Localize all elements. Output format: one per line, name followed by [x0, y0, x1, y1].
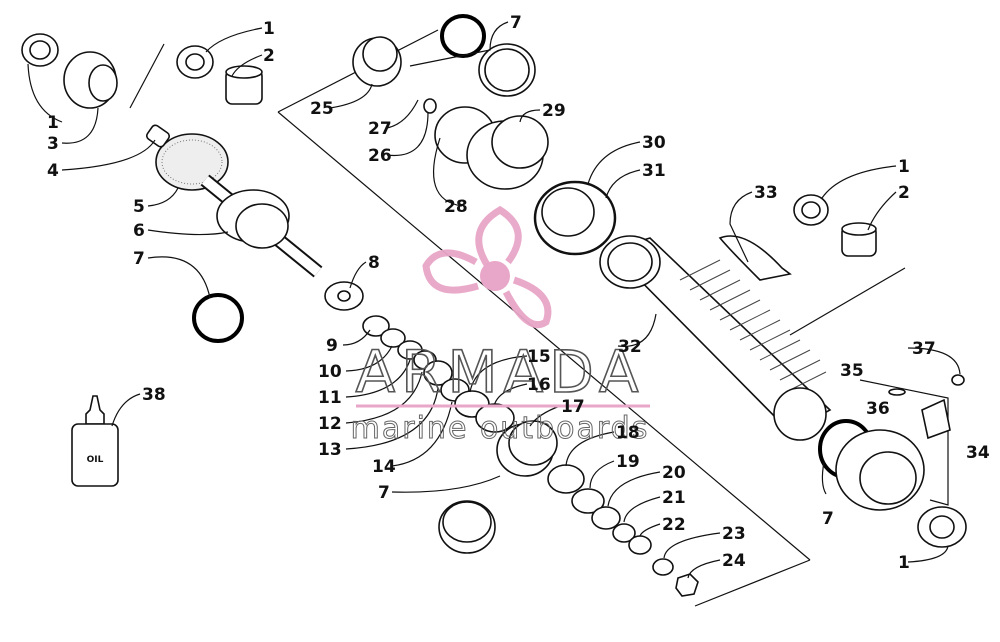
- watermark-title: ARMADA: [355, 338, 644, 406]
- callout-24: 24: [722, 551, 746, 571]
- callout-7a: 7: [133, 249, 145, 269]
- callout-37: 37: [912, 339, 936, 359]
- callout-7d: 7: [822, 509, 834, 529]
- callout-4: 4: [47, 161, 59, 181]
- callout-1b: 1: [47, 113, 59, 133]
- oil-bottle: OIL: [71, 395, 119, 487]
- callout-6: 6: [133, 221, 145, 241]
- watermark-subtitle: marine outboards: [351, 411, 650, 446]
- callout-9: 9: [326, 336, 338, 356]
- upper-eye-parts: [21, 33, 263, 109]
- lower-clevis: [818, 374, 967, 548]
- callout-2a: 2: [263, 46, 275, 66]
- callout-22: 22: [662, 515, 686, 535]
- callout-1a: 1: [263, 19, 275, 39]
- valve-stack: [324, 281, 699, 597]
- callout-27: 27: [368, 119, 392, 139]
- callout-14: 14: [372, 457, 396, 477]
- callout-17: 17: [561, 397, 585, 417]
- callout-35: 35: [840, 361, 864, 381]
- callout-18: 18: [616, 423, 640, 443]
- callout-11: 11: [318, 388, 342, 408]
- callout-33: 33: [754, 183, 778, 203]
- callout-7c: 7: [510, 13, 522, 33]
- callout-numbers: 1 2 1 3 4 5 6 7 8 9 10 11 12 13 14 7 15 …: [47, 13, 990, 573]
- propeller-hub: [480, 261, 510, 291]
- callout-23: 23: [722, 524, 746, 544]
- callout-7b: 7: [378, 483, 390, 503]
- callout-5: 5: [133, 197, 145, 217]
- callout-3: 3: [47, 134, 59, 154]
- callout-38: 38: [142, 385, 166, 405]
- callout-16: 16: [527, 375, 551, 395]
- reservoir-parts: [352, 14, 617, 256]
- callout-19: 19: [616, 452, 640, 472]
- callout-1c: 1: [898, 157, 910, 177]
- shaft-assembly: [145, 124, 323, 343]
- callout-2b: 2: [898, 183, 910, 203]
- callout-34: 34: [966, 443, 990, 463]
- callout-32: 32: [618, 337, 642, 357]
- leader-lines: [27, 21, 961, 579]
- callout-20: 20: [662, 463, 686, 483]
- callout-21: 21: [662, 488, 686, 508]
- callout-30: 30: [642, 133, 666, 153]
- callout-28: 28: [444, 197, 468, 217]
- propeller-logo: [422, 205, 552, 329]
- callout-29: 29: [542, 101, 566, 121]
- callout-25: 25: [310, 99, 334, 119]
- callout-10: 10: [318, 362, 342, 382]
- callout-15: 15: [527, 347, 551, 367]
- callout-13: 13: [318, 440, 342, 460]
- callout-26: 26: [368, 146, 392, 166]
- assembly-bracket-lines: [129, 29, 949, 607]
- callout-1d: 1: [898, 553, 910, 573]
- oil-bottle-label: OIL: [87, 455, 104, 465]
- callout-36: 36: [866, 399, 890, 419]
- armada-watermark: ARMADA marine outboards: [350, 205, 650, 447]
- callout-12: 12: [318, 414, 342, 434]
- main-body-and-spring: [599, 194, 877, 441]
- callout-31: 31: [642, 161, 666, 181]
- callout-8: 8: [368, 253, 380, 273]
